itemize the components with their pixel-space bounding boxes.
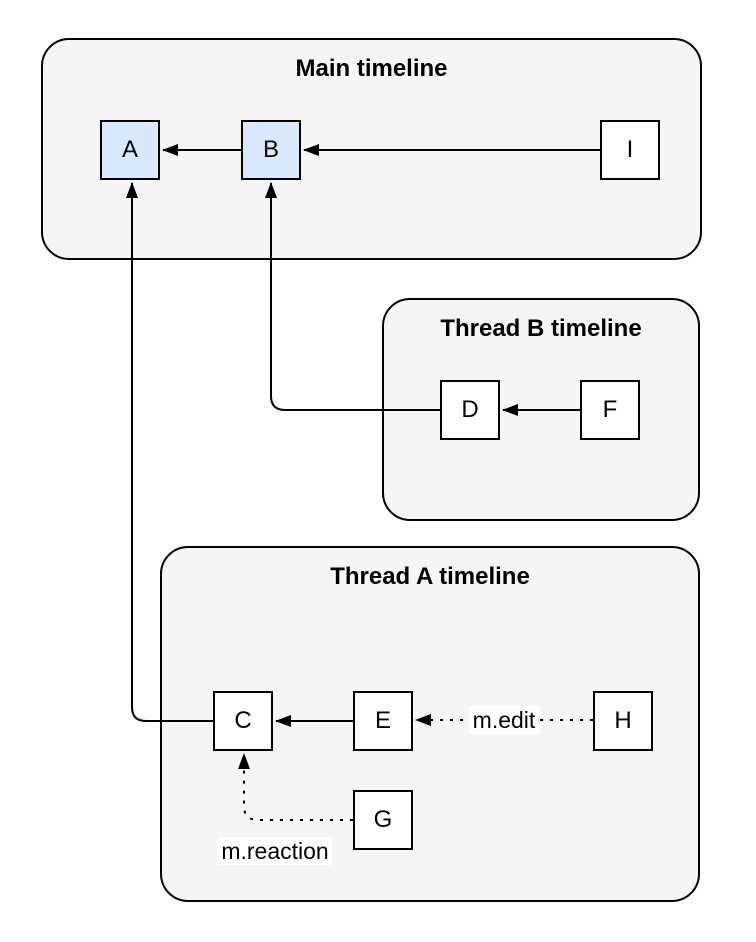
edge-c-to-a (126, 182, 213, 722)
node-e: E (353, 691, 413, 751)
node-b: B (241, 120, 301, 180)
node-a: A (100, 120, 160, 180)
edge-g-to-c (238, 753, 353, 821)
edge-label-m-edit: m.edit (468, 706, 540, 734)
node-i-label: I (626, 136, 634, 163)
edge-label-m-reaction: m.reaction (217, 837, 333, 865)
node-a-label: A (121, 136, 138, 163)
node-h-label: H (614, 707, 632, 734)
node-b-label: B (262, 136, 279, 163)
node-g: G (353, 790, 413, 850)
node-c-label: C (234, 707, 252, 734)
thread-b-timeline-title: Thread B timeline (440, 315, 642, 342)
node-i: I (600, 120, 660, 180)
node-d: D (440, 380, 500, 440)
node-h: H (593, 691, 653, 751)
node-f: F (580, 380, 640, 440)
node-d-label: D (461, 396, 479, 423)
node-f-label: F (602, 396, 618, 423)
node-c: C (213, 691, 273, 751)
thread-a-timeline-title: Thread A timeline (330, 563, 530, 590)
main-timeline-title: Main timeline (295, 55, 448, 82)
node-g-label: G (373, 806, 393, 833)
node-e-label: E (374, 707, 391, 734)
edge-d-to-b (265, 182, 440, 411)
